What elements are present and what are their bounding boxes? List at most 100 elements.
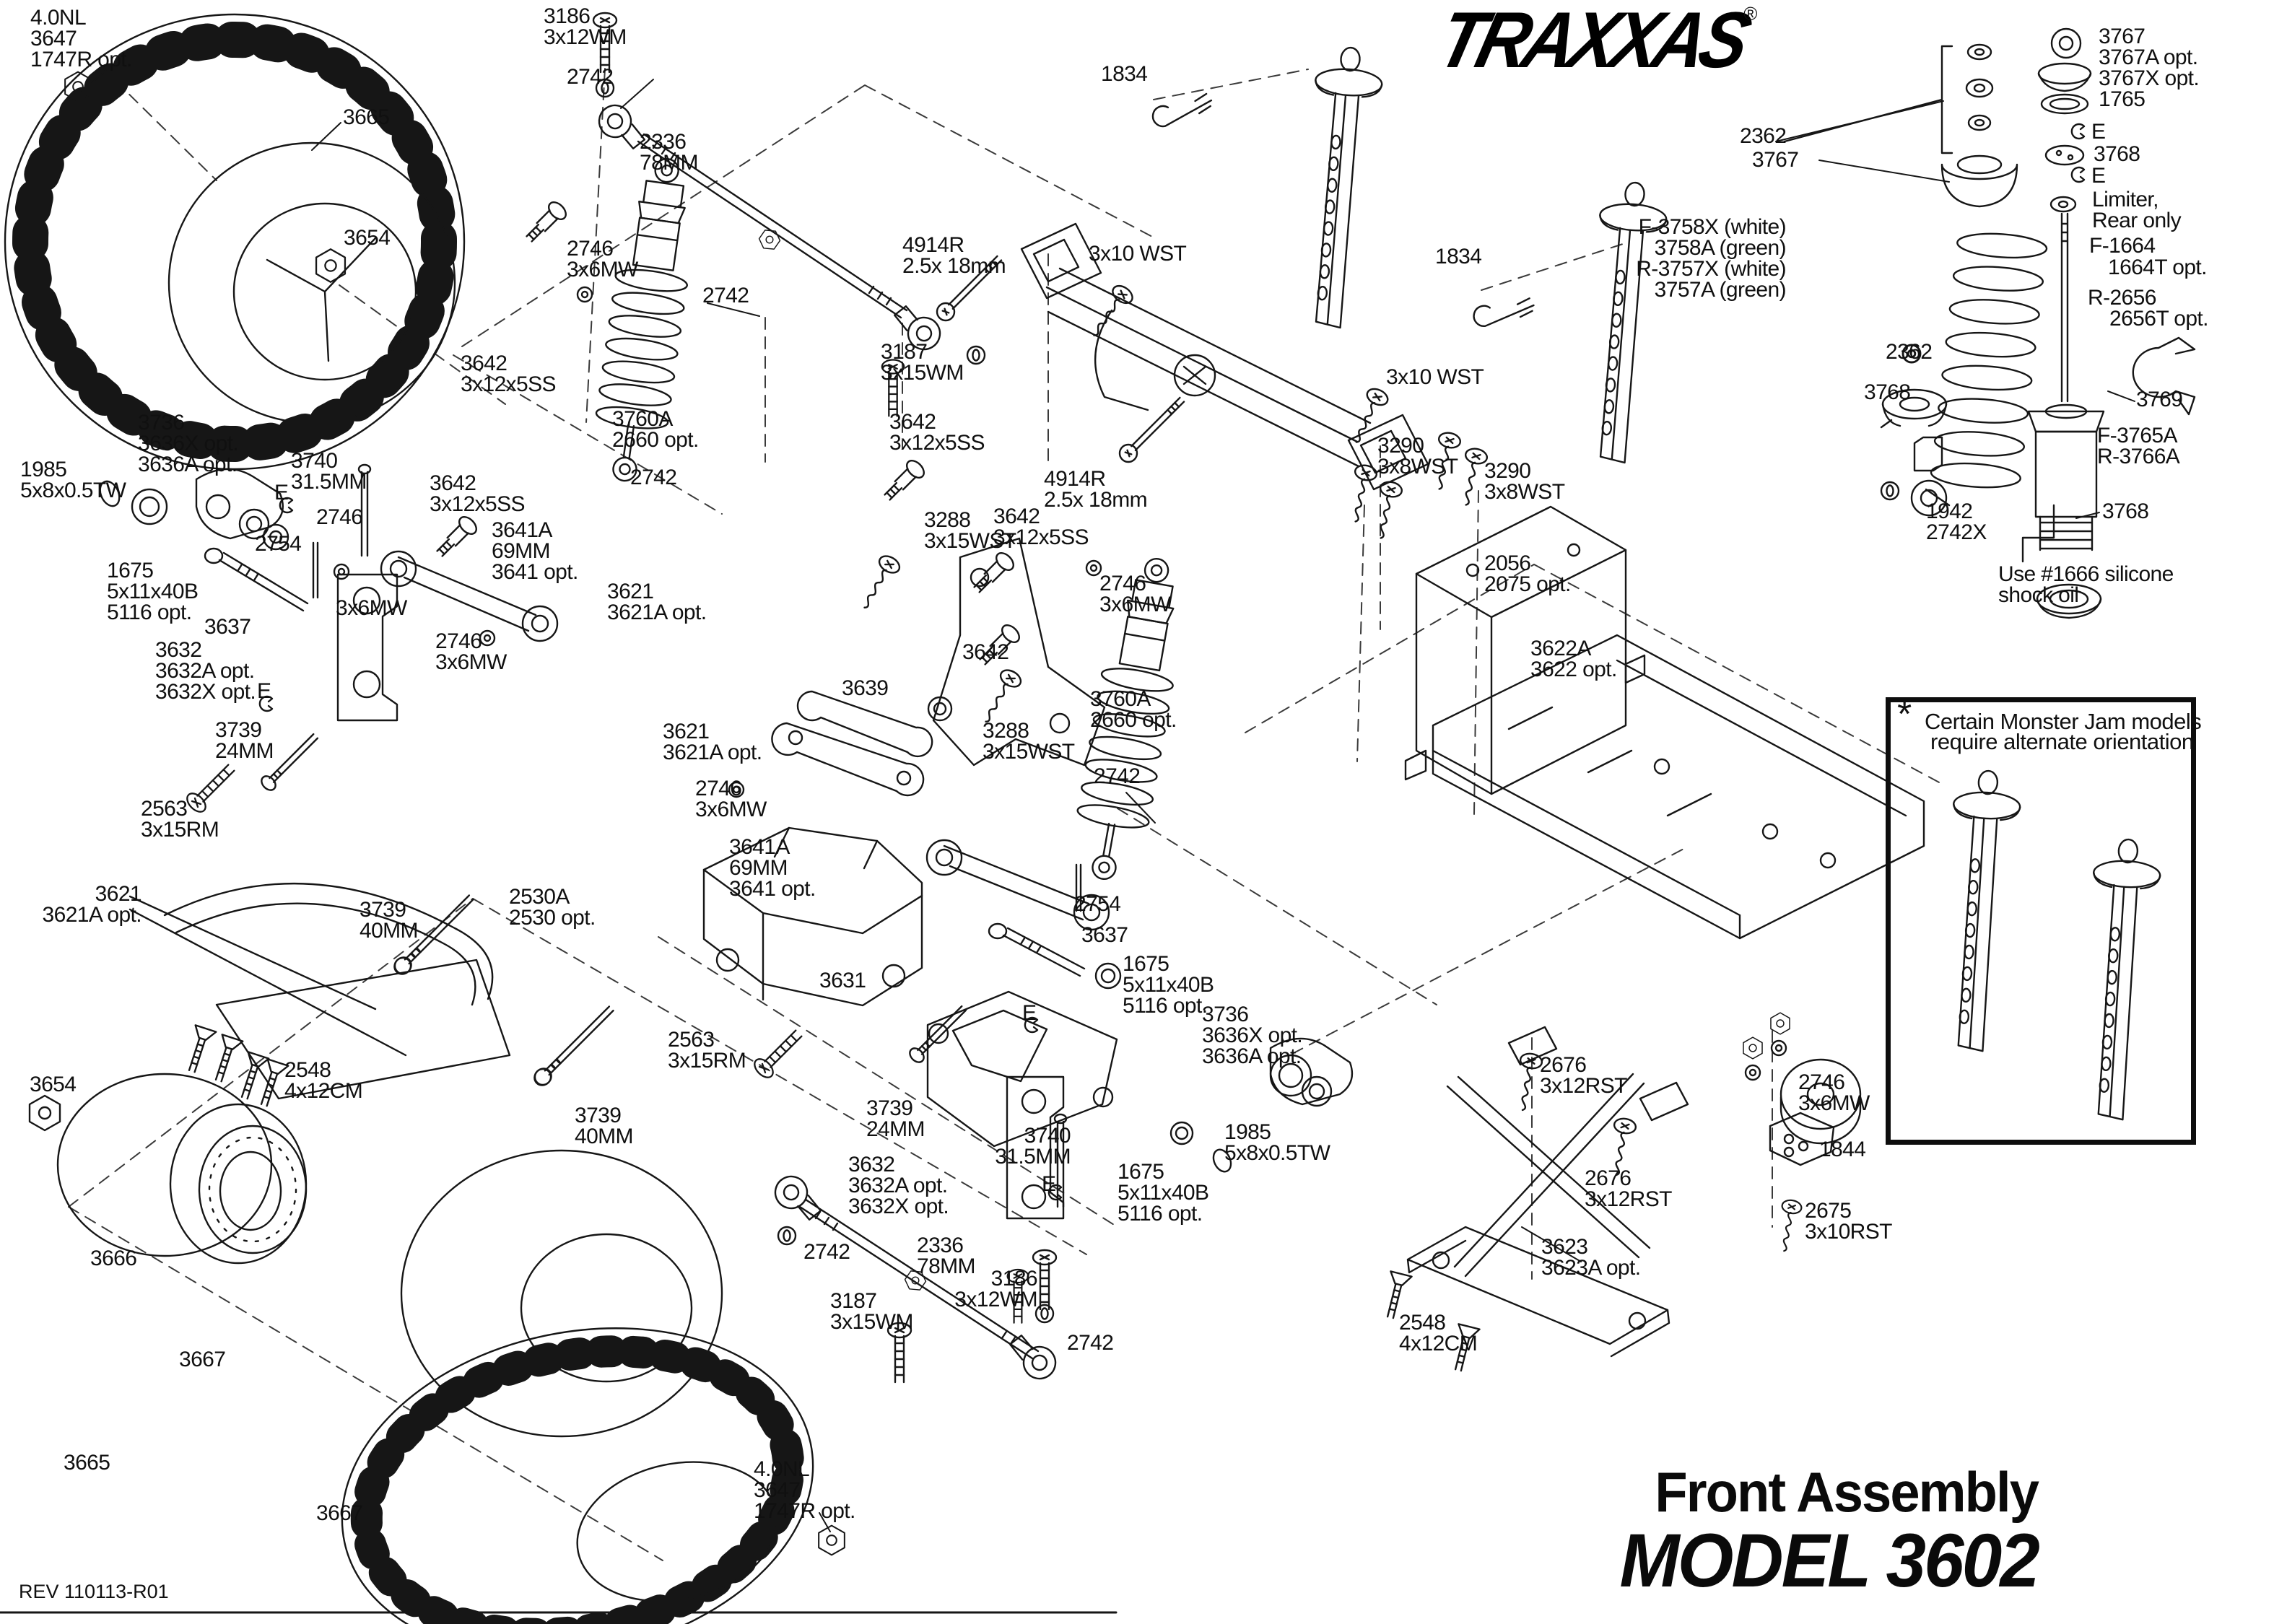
part-label: 1675 5x11x40B 5116 opt. [107,559,199,624]
part-label: E [257,679,271,703]
caster-block-3632-center-drawing [1006,1016,1065,1220]
part-label: 3667 [179,1348,226,1371]
part-label: 4.0NL 3647 1747R opt. [30,6,132,71]
part-label: 3736 3636X opt. 3636A opt. [1202,1003,1303,1068]
part-label: 2754 [255,532,302,556]
part-label: 3740 31.5MM [291,449,367,494]
part-label: E [1042,1172,1056,1196]
part-label: 2742 [567,65,614,89]
dashed-construction-lines [68,68,1941,1561]
part-label: 1675 5x11x40B 5116 opt. [1123,952,1214,1018]
part-label: 3739 24MM [866,1096,925,1141]
part-label: 3760A 2660 opt. [612,407,699,452]
part-label: 3665 [343,105,390,129]
part-label: 3736 3636X opt. 3636A opt. [138,411,239,476]
part-label: F-3758X (white) 3758A (green) R-3757X (w… [1636,215,1786,302]
part-label: 1985 5x8x0.5TW [20,458,126,502]
part-label: 3632 3632A opt. 3632X opt. [848,1153,949,1218]
part-label: 3621 3621A opt. [42,882,142,927]
part-label: 3x6MW [336,596,407,620]
part-label: 3637 [204,615,251,639]
part-label: 2563 3x15RM [141,797,219,842]
part-label: 2746 3x6MW [1798,1070,1870,1115]
tire-bottom-drawing [341,1327,814,1624]
part-label: 3642 3x12x5SS [889,410,985,455]
part-label: 2742 [702,284,749,307]
part-label: R-2656 [2088,286,2156,310]
part-label: 1675 5x11x40B 5116 opt. [1118,1160,1209,1226]
part-label: 2742 [1067,1331,1114,1355]
part-label: 2548 4x12CM [1399,1311,1478,1355]
part-label: 3x10 WST [1386,365,1484,389]
part-label: 3654 [30,1073,77,1096]
part-label: 3667 [316,1501,363,1525]
title-block: Front Assembly MODEL 3602 [1619,1460,2040,1603]
part-label: 2336 78MM [640,130,699,175]
part-label: 2746 3x6MW [1099,572,1171,616]
part-label: 1664T opt. [2108,256,2208,279]
part-label: 1834 [1435,245,1482,269]
part-label: 2746 [316,505,363,529]
bellcrank-3621-center-drawing [728,690,933,798]
shock-exploded-right-drawing [1783,43,2048,517]
monster-jam-note-box [1886,697,2196,1145]
part-label: F-3765A R-3766A [2097,424,2180,468]
part-label: 3642 3x12x5SS [461,352,557,396]
part-label: 2746 3x6MW [695,777,767,821]
pin-2754-left-drawing [312,541,319,599]
part-label: 3740 31.5MM [995,1124,1071,1169]
pin-3740-center-drawing [1053,1113,1068,1208]
axle-3637-center-drawing [988,922,1086,977]
part-label: 3187 3x15WM [830,1289,913,1334]
part-label: 3767 [1752,148,1799,172]
part-label: 3x10 WST [1089,242,1187,266]
part-label: 3767 3767A opt. 3767X opt. 1765 [2099,25,2200,111]
part-label: 3739 24MM [215,718,274,763]
part-label: 1942 2742X [1926,499,1987,544]
tire-front-left-drawing [4,13,466,471]
arm-3641a-left-drawing [333,550,559,647]
part-label: 2676 3x12RST [1540,1053,1627,1098]
part-label: 3621 3621A opt. [607,580,707,624]
leader-lines [92,69,2135,1532]
arm-3631-drawing [926,990,1118,1148]
part-label: 3642 3x12x5SS [993,505,1089,549]
pin-3740-left-drawing [357,463,372,557]
part-label: 3739 40MM [575,1104,634,1148]
part-label: 2742 [1094,764,1141,788]
part-label: Use #1666 silicone shock oil [1998,562,2174,607]
note-line-2: require alternate orientation [1930,729,2194,754]
part-label: 3641A 69MM 3641 opt. [729,835,816,901]
shock-tower-3639-drawing [927,537,1106,767]
part-label: 3769 [2136,388,2183,411]
assembly-title: Front Assembly [1655,1460,2039,1524]
bulkhead-2530a-drawing [702,826,923,1007]
part-label: 3186 3x12WM [954,1267,1037,1311]
part-label: 2362 [1740,124,1787,148]
part-label: 2362 [1886,340,1933,364]
part-label: E [274,481,289,505]
knuckle-3736-center-drawing [1094,962,1354,1173]
part-label: E [2091,164,2106,188]
part-label: 2548 4x12CM [284,1058,363,1103]
part-label: 3290 3x8WST [1484,459,1565,504]
registered-mark: ® [1743,3,1758,25]
model-number: MODEL 3602 [1619,1519,2040,1603]
part-label: 3622A 3622 opt. [1530,637,1617,681]
part-label: 3639 [842,676,889,700]
part-label: 3641A 69MM 3641 opt. [492,518,578,584]
note-line-1: Certain Monster Jam models [1925,709,2202,734]
chassis-3622a-drawing [1432,634,1925,940]
part-label: 3290 3x8WST [1377,434,1458,479]
body-mount-crossbar-drawing [1020,222,1429,491]
part-label: 3288 3x15WST [983,719,1075,764]
part-label: Limiter, Rear only [2092,188,2182,232]
axle-3637-left-drawing [204,547,309,612]
part-label: 3666 [90,1247,137,1270]
part-label: 2746 3x6MW [435,629,507,674]
part-label: 3288 3x15WST [924,508,1016,553]
tire-bottom-rim-drawing [576,1461,778,1602]
